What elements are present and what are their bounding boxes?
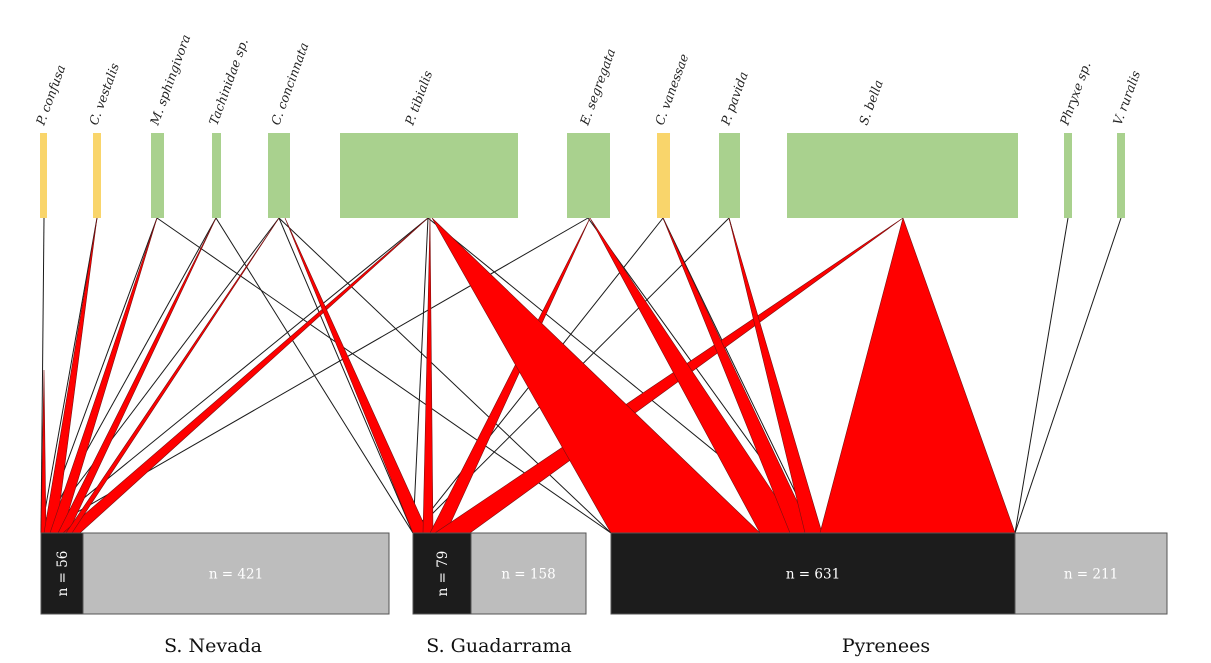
site-name: Pyrenees [842,635,930,657]
site-name: S. Guadarrama [426,635,572,657]
species-bar [567,133,610,218]
species-label: M. sphingivora [146,32,193,128]
interaction-wedge [422,217,434,534]
species-bar [340,133,518,218]
unparasitized-block [82,532,390,615]
species-bar [40,133,47,218]
interaction-line [412,217,429,534]
parasitized-block [610,532,1016,615]
species-bar [212,133,221,218]
species-bar [787,133,1018,218]
parasitized-count: n = 56 [55,551,71,597]
species-label: Tachinidae sp. [206,36,251,127]
interaction-wedge [431,217,761,534]
species-label: E. segregata [576,47,618,128]
species-label: V. ruralis [1110,69,1143,127]
species-label: Phryxe sp. [1056,60,1093,128]
site-blocks: n = 56 n = 421 S. Nevada n = 79 n = 158 S. Gu… [40,532,1168,657]
interaction-wedge [284,217,429,534]
unparasitized-block [470,532,587,615]
species-bar [268,133,290,218]
interaction-wedge [819,216,1016,534]
interaction-wedge [57,217,217,534]
species-label: P. tibialis [401,69,435,128]
parasitized-block [412,532,472,615]
interaction-line [40,217,98,534]
species-bar [151,133,164,218]
parasitized-count: n = 631 [786,567,840,583]
unparasitized-count: n = 158 [501,567,555,583]
interaction-line [215,217,414,534]
interaction-line [40,217,280,534]
species-label: C. vestalis [86,61,122,127]
species-label: S. bella [856,78,886,127]
unparasitized-count: n = 421 [209,567,263,583]
species-label: P. confusa [32,63,68,128]
interaction-line [40,217,45,534]
interaction-line [1014,217,1122,534]
unparasitized-count: n = 211 [1064,567,1118,583]
parasitized-count: n = 79 [435,551,451,597]
species-bar [1064,133,1072,218]
interaction-line [662,217,816,534]
interaction-line [278,217,612,534]
site-name: S. Nevada [164,635,262,657]
species-labels: P. confusa C. vestalis M. sphingivora Tachi… [32,32,1143,128]
species-label: C. vanessae [652,52,692,127]
interaction-line [278,217,414,534]
links-layer [40,216,1122,534]
species-bars [40,133,1125,218]
species-bar [1117,133,1125,218]
species-label: P. pavida [717,69,751,128]
species-label: C. concinnata [268,40,312,127]
species-bar [93,133,101,218]
interaction-line [1014,217,1069,534]
species-bar [657,133,670,218]
species-bar [719,133,740,218]
parasitized-block [40,532,84,615]
unparasitized-block [1014,532,1168,615]
